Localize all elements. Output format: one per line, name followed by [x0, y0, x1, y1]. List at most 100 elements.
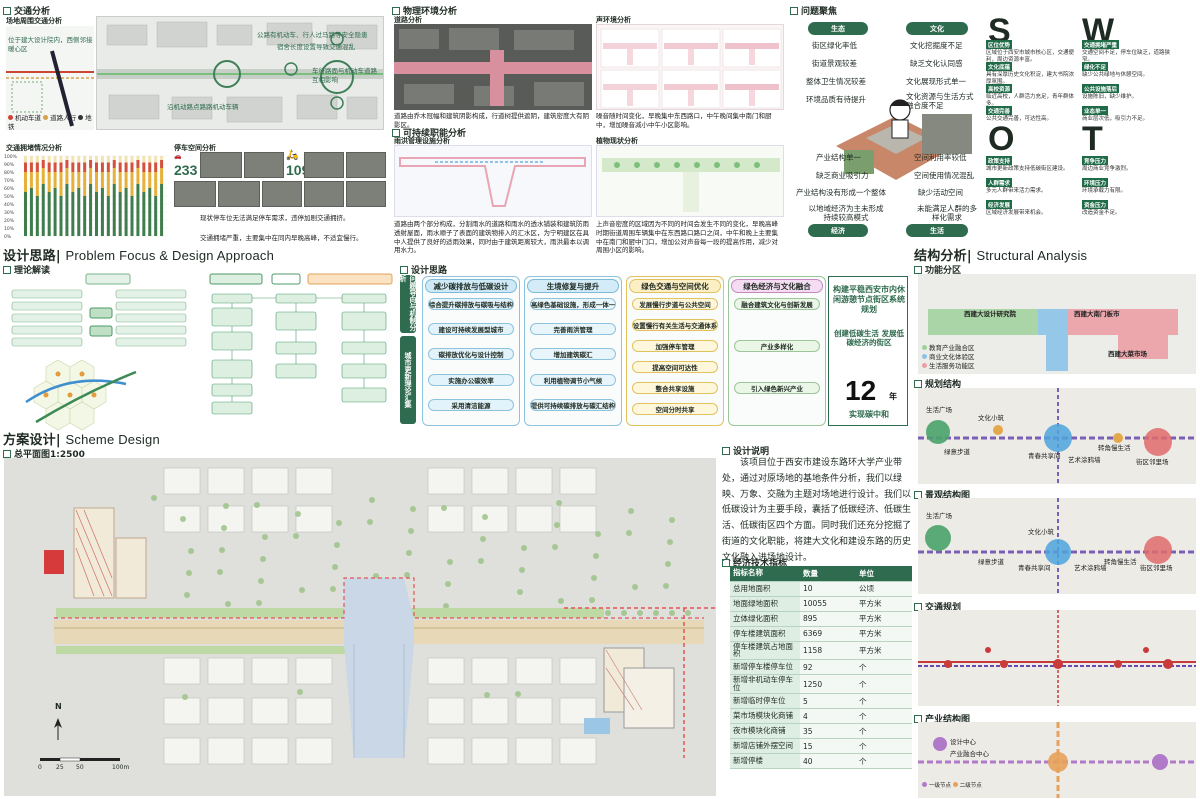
sound-caption: 噪音随时间变化，早晚集中东西路口，中午晚间集中南门和厨中，增加噪音减小中午小区影…	[596, 112, 772, 129]
indicator-cell: 92	[800, 659, 856, 676]
congestion-bar	[77, 172, 81, 188]
idea-item: 加强停车管理	[632, 340, 718, 352]
section-marker-icon	[3, 6, 11, 15]
congestion-bar	[41, 160, 45, 168]
indicator-cell: 平方米	[856, 611, 912, 627]
left-tab-theory: 城市更新理论汇集	[400, 336, 416, 424]
indicator-cell: 新增停车楼停车位	[730, 659, 800, 676]
section-marker-icon	[914, 379, 922, 388]
congestion-bar	[95, 162, 98, 172]
congestion-bar	[89, 156, 93, 160]
life-item: 空间使用情况混乱	[914, 171, 974, 180]
tag-life: 生活	[906, 224, 968, 237]
swot-tag: 业态单一	[1082, 106, 1109, 115]
congestion-bar	[106, 156, 110, 163]
congestion-bar	[53, 188, 57, 236]
idea-item: 提供可持续碳排放与碳汇结构	[530, 398, 616, 411]
idea-item: 实施办公碳效率	[428, 373, 514, 386]
congestion-bar	[24, 172, 27, 192]
swot-t: T	[1082, 120, 1103, 158]
masterplan-title: 总平面图1:2500	[3, 447, 85, 460]
congestion-bar	[154, 162, 158, 172]
indicator-cell: 5	[800, 693, 856, 709]
idea-column-head: 绿色交通与空间优化	[629, 279, 721, 293]
func-title: 功能分区	[914, 263, 961, 276]
congestion-bar	[53, 162, 57, 172]
congestion-bar	[59, 172, 63, 196]
approach-title: 设计思路| Problem Focus & Design Approach	[3, 248, 275, 264]
goal-number: 12	[845, 375, 877, 406]
industry-label: 产业融合中心	[950, 750, 989, 758]
indicator-cell: 总用地面积	[730, 581, 800, 597]
swot-tag: 资金压力	[1082, 200, 1109, 209]
idea-item: 建设可持续发展型城市	[428, 323, 514, 336]
landscape-map: 生活广场 文化小筑 绿意步道 青春共享间 艺术涂鸦墙 转角慢生活 街区邻里场	[918, 498, 1196, 594]
congestion-bar	[35, 156, 39, 163]
plant-title: 植物现状分析	[596, 137, 638, 145]
plan-structure-map: 生活广场 文化小筑 绿意步道 青春共享间 艺术涂鸦墙 转角慢生活 街区邻里场	[918, 388, 1196, 484]
parking-photo	[218, 181, 260, 207]
indicator-header-row: 指标名称数量单位	[730, 566, 912, 582]
section-marker-icon	[3, 265, 11, 274]
traffic-plan-map	[918, 610, 1196, 706]
congestion-bar	[59, 156, 63, 163]
congestion-bar	[154, 196, 158, 236]
life-item: 未能满足人群的多样化需求	[917, 204, 977, 222]
idea-column-head: 生境修复与提升	[527, 279, 619, 293]
congestion-tick: 40%	[4, 202, 15, 208]
land-label: 青春共享间	[1018, 564, 1051, 572]
section-marker-icon	[790, 6, 798, 15]
idea-item: 发展慢行步道与公共空间	[632, 298, 718, 310]
swot-text: 区域经济发展带来机会。	[986, 210, 1047, 216]
congestion-bar	[112, 168, 116, 184]
culture-item: 文化展现形式单一	[906, 77, 966, 86]
congestion-bar	[136, 160, 140, 168]
life-item: 空间利用率较低	[914, 153, 967, 162]
swot-tag: 公共设施落后	[1082, 84, 1120, 93]
culture-item: 文化挖掘度不足	[910, 41, 963, 50]
eco-item: 街道景观较差	[812, 59, 857, 68]
land-label: 转角慢生活	[1104, 558, 1137, 566]
congestion-bar	[89, 184, 93, 236]
traffic-site-diagram: 位于建大设计院内，西侧邻接暖心区 机动车道 道路人行 地铁	[6, 26, 94, 130]
desc-text: 该项目位于西安市建设东路环大学产业带处，通过对原场地的基地条件分析，我们以绿映、…	[722, 458, 912, 563]
congestion-chart: 100%90%80%70%60%50%40%30%20%10%0%	[4, 152, 168, 244]
industry-label: 设计中心	[950, 738, 976, 746]
parking-note-2: 交通拥堵严重，主要集中在同内早晚高峰，不适宜慢行。	[200, 234, 363, 242]
congestion-tick: 80%	[4, 170, 15, 176]
congestion-bar	[100, 156, 104, 163]
congestion-tick: 10%	[4, 226, 15, 232]
parking-photo	[346, 152, 386, 178]
culture-item: 缺乏文化认同感	[910, 59, 963, 68]
land-label: 街区邻里场	[1140, 564, 1173, 572]
indicator-cell: 新增停楼	[730, 753, 800, 769]
traffic-legend: 机动车道 道路人行 地铁	[8, 114, 92, 130]
indicator-cell: 35	[800, 723, 856, 739]
swot-text: 改造资金不足。	[1082, 210, 1121, 216]
congestion-bar	[35, 172, 39, 196]
congestion-title: 交通拥堵情况分析	[6, 144, 62, 152]
parking-photo	[304, 181, 344, 207]
congestion-bar	[130, 172, 134, 196]
congestion-bar	[24, 162, 27, 172]
func-label: 西建大南门板市	[1074, 310, 1120, 318]
congestion-bar	[24, 156, 27, 163]
indicator-cell: 15	[800, 738, 856, 754]
indicator-cell: 夜市模块化商铺	[730, 723, 800, 739]
plan-label: 街区邻里场	[1136, 458, 1169, 466]
swot-text: 环境承载力有限。	[1082, 188, 1127, 194]
congestion-bar	[77, 188, 81, 236]
idea-item: 引入绿色新兴产业	[734, 382, 820, 394]
congestion-bar	[83, 162, 87, 172]
congestion-bar	[59, 162, 63, 172]
life-item: 缺少活动空间	[918, 188, 963, 197]
plan-label: 艺术涂鸦墙	[1068, 456, 1101, 464]
congestion-bar	[100, 172, 104, 188]
eco-item: 街区绿化率低	[812, 41, 857, 50]
congestion-bar	[95, 156, 98, 163]
